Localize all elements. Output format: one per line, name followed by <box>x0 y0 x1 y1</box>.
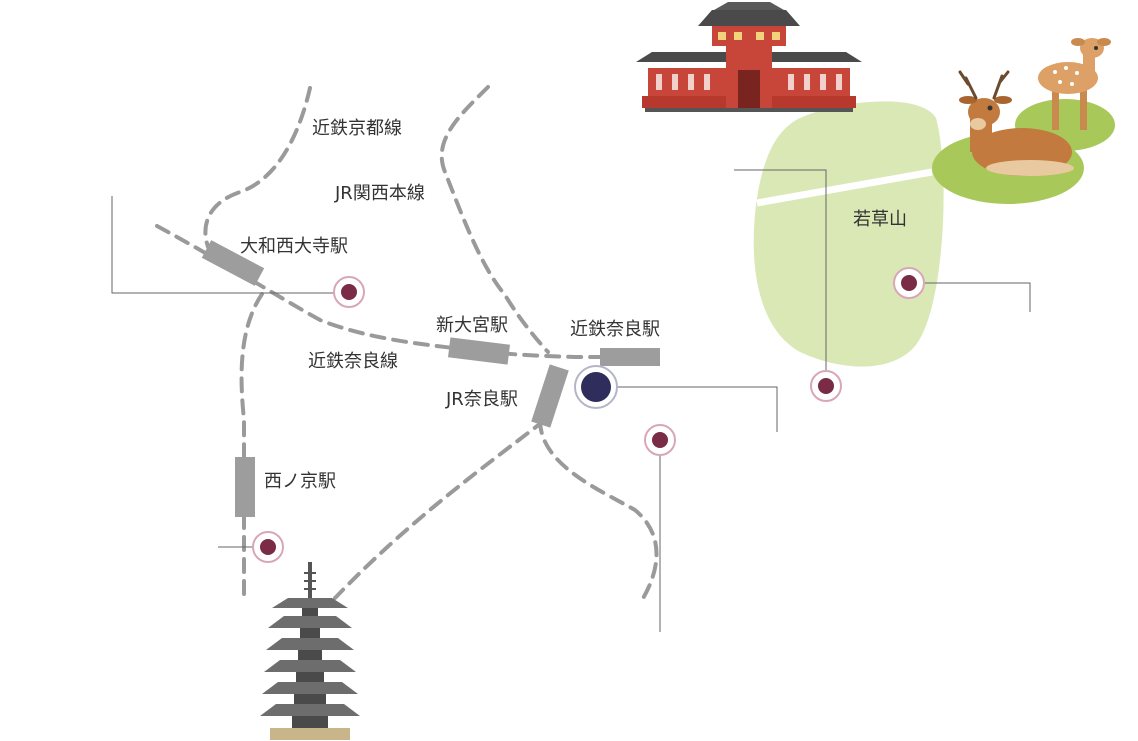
vermilion-temple-icon <box>636 2 862 112</box>
leader-line-park <box>734 169 827 370</box>
line-label-jr-kansai: JR関西本線 <box>334 183 425 204</box>
jr-to-pagoda-line-path <box>333 418 547 600</box>
leader-line-west <box>111 196 335 294</box>
shin-omiya-platform <box>448 337 510 365</box>
leader-line-kintetsu-nara <box>617 386 778 432</box>
pin-wakakusayama[interactable] <box>893 267 925 299</box>
kintetsu-kashihara-line-path <box>239 292 264 602</box>
five-story-pagoda-icon <box>260 562 360 740</box>
jr-sakurai-line-path <box>538 418 659 602</box>
line-label-kintetsu-kyoto: 近鉄京都線 <box>312 118 402 139</box>
area-label-wakakusayama: 若草山 <box>853 209 907 230</box>
deer-icon <box>932 38 1115 204</box>
station-label-shin-omiya: 新大宮駅 <box>436 315 508 336</box>
station-label-nishinokyo: 西ノ京駅 <box>264 471 336 492</box>
leader-line-wakakusayama <box>925 282 1031 312</box>
pin-nishinokyo[interactable] <box>252 531 284 563</box>
yamato-saidaiji-platform <box>201 240 265 286</box>
kintetsu-nara-platform <box>600 348 660 366</box>
jr-nara-platform <box>531 364 569 428</box>
station-label-jr-nara: JR奈良駅 <box>445 389 518 410</box>
nishinokyo-platform <box>235 457 255 517</box>
kintetsu-nara-line-path <box>155 224 612 359</box>
wakakusayama-area <box>753 101 944 367</box>
pin-south-nara[interactable] <box>644 424 676 456</box>
park-road <box>756 168 933 207</box>
pin-saidaiji[interactable] <box>333 276 365 308</box>
jr-kansai-line-path <box>439 85 550 354</box>
pin-park[interactable] <box>810 370 842 402</box>
kintetsu-kyoto-line-path <box>203 86 312 254</box>
station-label-kintetsu-nara: 近鉄奈良駅 <box>570 319 660 340</box>
pin-kintetsu-nara-current[interactable] <box>574 365 618 409</box>
station-label-yamato-saidaiji: 大和西大寺駅 <box>240 236 348 257</box>
line-label-kintetsu-nara: 近鉄奈良線 <box>308 351 398 372</box>
